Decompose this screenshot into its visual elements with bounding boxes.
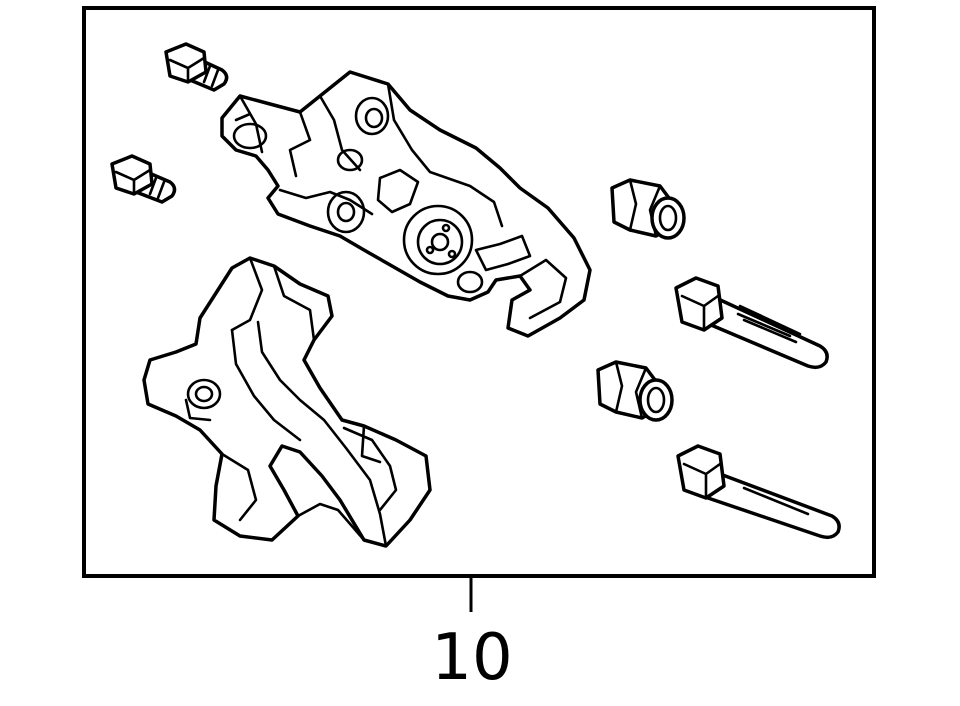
guide-pin-boot-lower [596,360,674,422]
callout-number: 10 [431,621,513,695]
caliper-body [220,70,592,338]
bolt-upper [164,42,229,92]
guide-pin-boot-upper [610,178,686,240]
guide-pin-upper [674,276,829,370]
guide-pin-lower [676,444,841,540]
bolt-lower [110,154,177,204]
diagram-frame [82,6,876,578]
caliper-bracket [142,256,432,548]
